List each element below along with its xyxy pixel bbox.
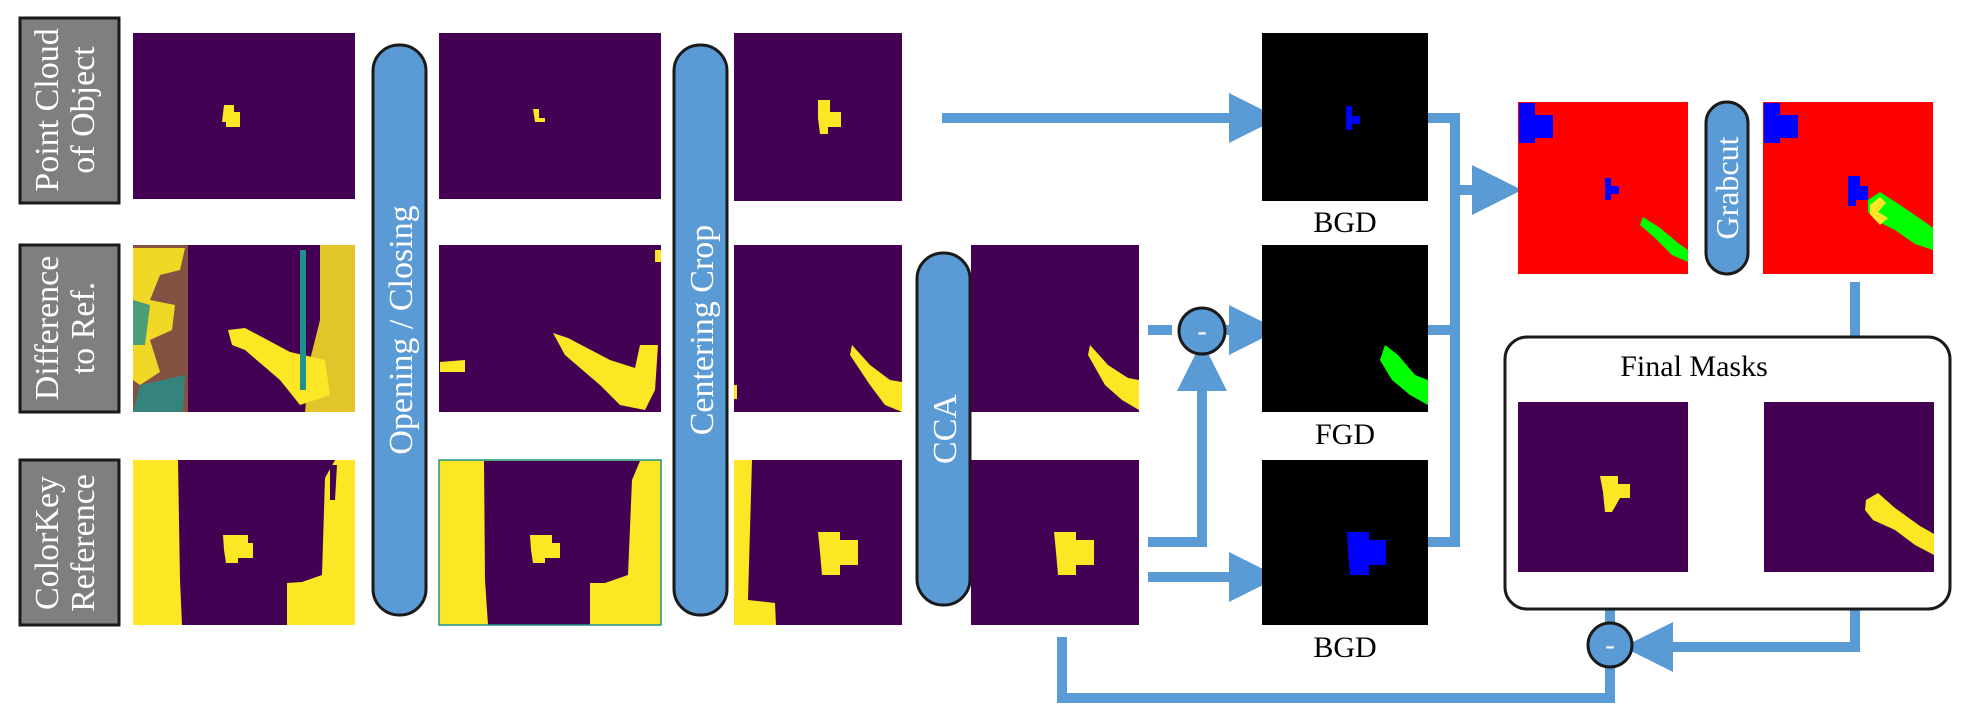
row-label-line2: of Object bbox=[65, 46, 102, 174]
arrow-bottom-loop bbox=[1057, 637, 1615, 703]
operator-symbol: - bbox=[1605, 630, 1614, 661]
image-grabcut-result bbox=[1763, 102, 1933, 274]
operator-symbol: - bbox=[1197, 316, 1206, 347]
mask-bgd-top: BGD bbox=[1262, 33, 1428, 239]
image-colorkey-cca bbox=[971, 460, 1139, 625]
op-label: Opening / Closing bbox=[383, 205, 420, 454]
row-label-colorkey: ColorKey Reference bbox=[18, 458, 121, 627]
column-raw-inputs bbox=[133, 33, 355, 625]
mask-bgd-bottom: BGD bbox=[1262, 460, 1428, 664]
op-label: CCA bbox=[927, 394, 964, 464]
mask-label-fgd: FGD bbox=[1315, 418, 1375, 451]
final-mask-object bbox=[1518, 402, 1688, 572]
image-difference-cleaned bbox=[439, 245, 661, 412]
op-grabcut: Grabcut bbox=[1704, 100, 1750, 276]
row-labels: Point Cloud of Object Difference to Ref.… bbox=[18, 16, 121, 627]
row-label-line1: ColorKey bbox=[29, 476, 66, 610]
mask-fgd: FGD bbox=[1262, 245, 1428, 451]
subtract-operator-1: - bbox=[1177, 306, 1227, 356]
mask-label-bgd-bottom: BGD bbox=[1313, 631, 1376, 664]
image-pointcloud-cropped bbox=[734, 33, 902, 201]
image-pointcloud-cleaned bbox=[439, 33, 661, 199]
row-label-line1: Point Cloud bbox=[29, 28, 66, 191]
final-masks-title: Final Masks bbox=[1620, 350, 1768, 383]
op-label: Centering Crop bbox=[684, 225, 721, 436]
image-difference-raw bbox=[133, 245, 355, 412]
image-difference-cropped bbox=[734, 245, 902, 412]
row-label-line2: to Ref. bbox=[65, 282, 102, 375]
row-label-difference: Difference to Ref. bbox=[18, 243, 121, 414]
image-colorkey-cropped bbox=[734, 460, 902, 625]
op-centering-crop: Centering Crop bbox=[672, 43, 729, 617]
arrow-final-right-to-minus bbox=[1622, 610, 1860, 672]
final-masks-panel: Final Masks bbox=[1503, 335, 1952, 611]
column-masks: BGD FGD BGD bbox=[1262, 33, 1428, 664]
row-label-line1: Difference bbox=[29, 256, 66, 401]
arrow-cca-colorkey-to-minus bbox=[1148, 340, 1227, 547]
image-grabcut-input bbox=[1518, 102, 1688, 274]
image-pointcloud-raw bbox=[133, 33, 355, 199]
grabcut-stage: Grabcut bbox=[1518, 100, 1933, 276]
column-cropped bbox=[734, 33, 902, 625]
op-label: Grabcut bbox=[1709, 136, 1745, 239]
image-colorkey-cleaned bbox=[438, 459, 662, 626]
image-colorkey-raw bbox=[133, 460, 355, 625]
image-difference-cca bbox=[971, 245, 1139, 412]
row-label-point-cloud: Point Cloud of Object bbox=[18, 16, 121, 205]
final-mask-hand bbox=[1764, 402, 1934, 572]
column-cca-output bbox=[971, 245, 1139, 625]
subtract-operator-2: - bbox=[1586, 621, 1634, 669]
row-label-line2: Reference bbox=[65, 474, 102, 612]
op-opening-closing: Opening / Closing bbox=[371, 43, 428, 617]
column-cleaned bbox=[438, 33, 662, 626]
mask-label-bgd-top: BGD bbox=[1313, 206, 1376, 239]
op-cca: CCA bbox=[915, 251, 972, 607]
